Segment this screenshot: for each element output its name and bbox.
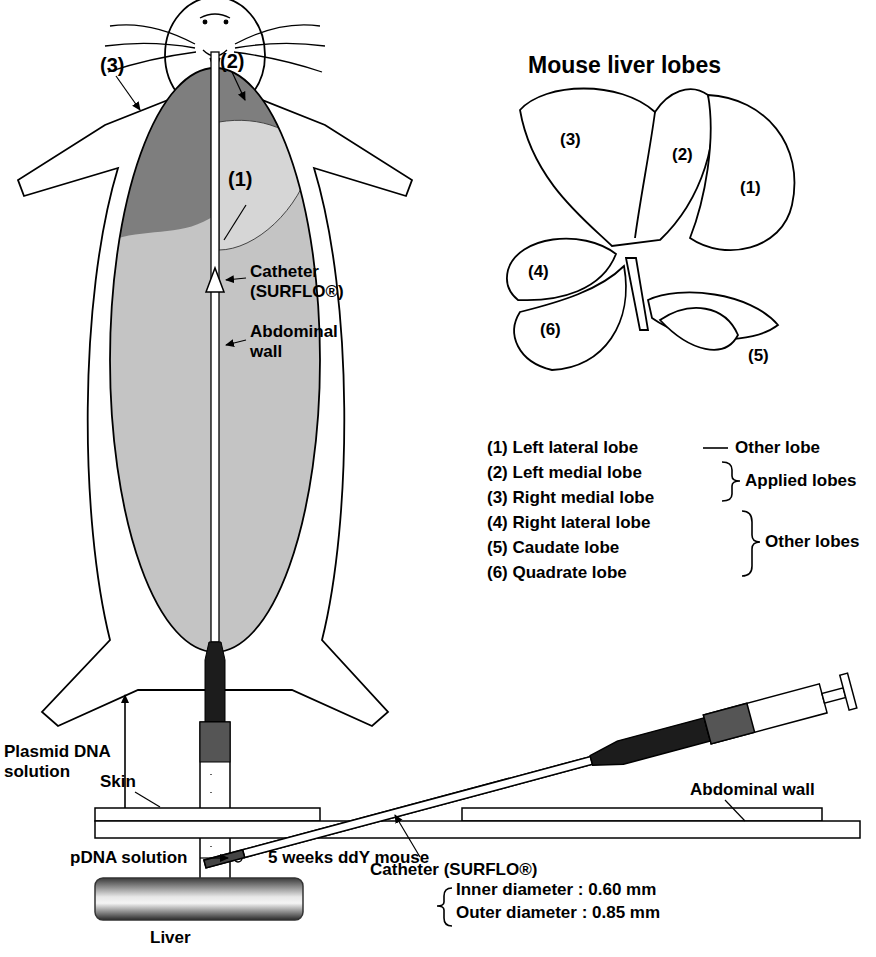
text-label: Catheter (SURFLO®) (370, 860, 537, 880)
callout-number: (6) (540, 320, 561, 340)
figure-title: Mouse liver lobes (528, 52, 721, 79)
text-label: Outer diameter : 0.85 mm (456, 903, 660, 923)
text-label: Abdominal wall (690, 780, 815, 800)
text-label: Abdominal wall (250, 322, 350, 361)
text-label: Other lobe (735, 438, 820, 458)
text-label: (2) Left medial lobe (487, 463, 642, 483)
leader-lines (116, 72, 246, 345)
callout-number: (2) (220, 50, 244, 73)
callout-number: (2) (672, 145, 693, 165)
text-label: Other lobes (765, 532, 859, 552)
callout-number: (5) (748, 346, 769, 366)
text-label: Skin (100, 772, 136, 792)
callout-number: (3) (560, 130, 581, 150)
text-label: pDNA solution (70, 848, 187, 868)
text-label: Catheter (SURFLO®) (250, 262, 360, 301)
text-label: (6) Quadrate lobe (487, 563, 627, 583)
cross-section (95, 673, 860, 920)
leader-lines-bottom (135, 792, 745, 858)
callout-number: (4) (528, 262, 549, 282)
text-label: (4) Right lateral lobe (487, 513, 650, 533)
callout-number: (1) (228, 168, 252, 191)
callout-number: (3) (100, 54, 124, 77)
text-label: Inner diameter : 0.60 mm (456, 880, 656, 900)
text-label: Applied lobes (745, 471, 856, 491)
liver-lobes (507, 89, 795, 371)
mouse-outline (18, 0, 412, 726)
text-label: (5) Caudate lobe (487, 538, 619, 558)
brackets (437, 448, 760, 926)
text-label: (1) Left lateral lobe (487, 438, 638, 458)
callout-number: (1) (740, 178, 761, 198)
text-label: (3) Right medial lobe (487, 488, 654, 508)
text-label: Liver (150, 928, 191, 948)
